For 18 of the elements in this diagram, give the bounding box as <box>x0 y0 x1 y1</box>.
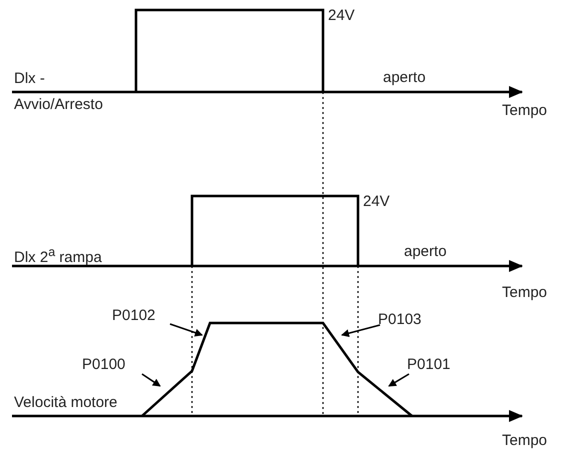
leader-line <box>142 373 161 387</box>
parameter-label: P0103 <box>378 311 422 329</box>
signal-label: Dlx 2$^{a}$ rampa <box>14 244 102 267</box>
voltage-label: 24V <box>363 193 390 211</box>
parameter-label: P0100 <box>82 356 126 374</box>
leader-line <box>341 324 380 338</box>
voltage-label: 24V <box>328 7 355 25</box>
signal-label: Velocità motore <box>14 394 118 412</box>
leader-line <box>170 323 203 336</box>
state-label: aperto <box>383 69 426 87</box>
leader-line <box>388 373 410 387</box>
parameter-label: P0101 <box>407 356 450 374</box>
parameter-label: P0102 <box>112 307 156 325</box>
state-label: aperto <box>404 243 447 261</box>
axis-label: Tempo <box>502 102 548 120</box>
signal-label: Dlx - Avvio/Arresto <box>14 69 104 115</box>
axis-label: Tempo <box>502 432 548 450</box>
axis-label: Tempo <box>502 284 548 302</box>
